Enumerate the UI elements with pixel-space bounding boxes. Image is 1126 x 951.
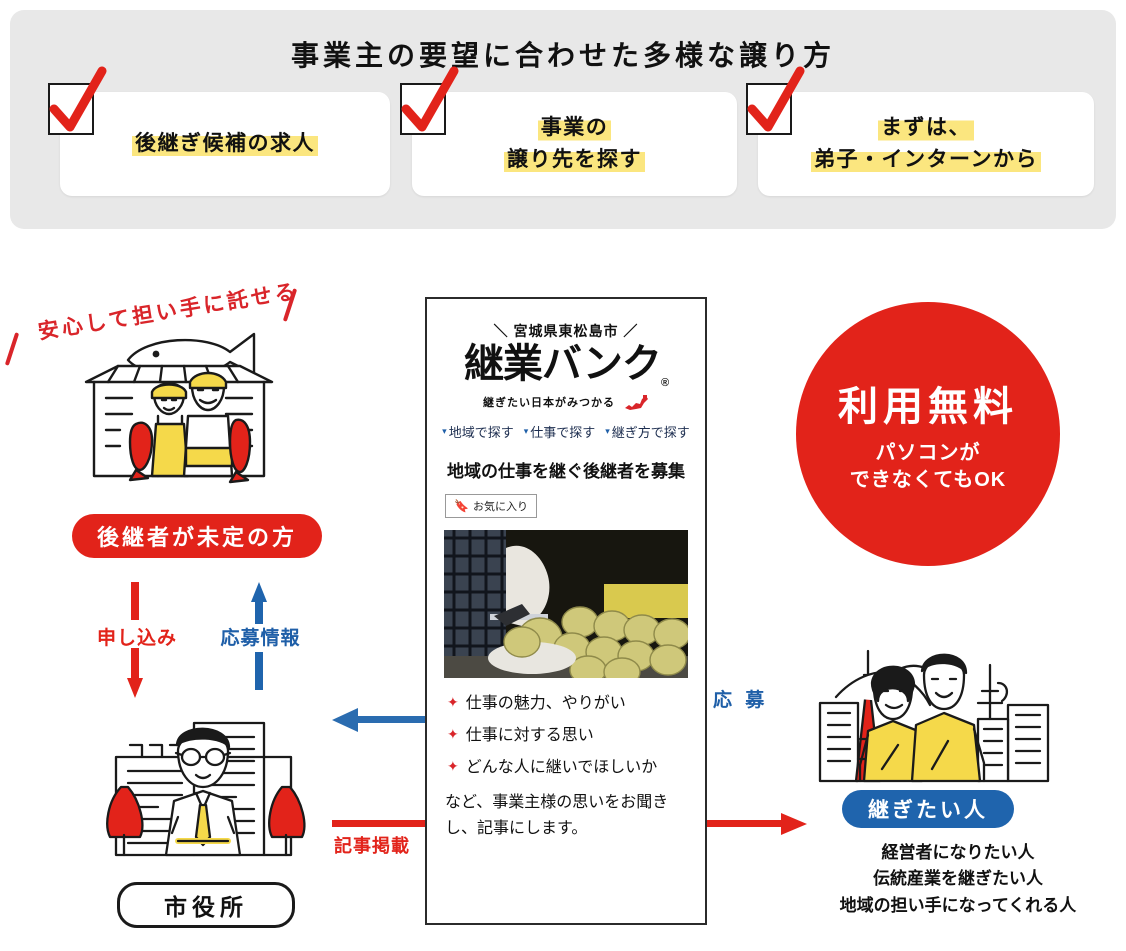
chevron-down-icon: ▾: [442, 425, 447, 436]
free-usage-subtitle-line2: できなくてもOK: [849, 469, 1007, 491]
status-badge-seller: 後継者が未定の方: [72, 514, 322, 558]
chevron-down-icon: ▾: [523, 425, 529, 436]
diamond-bullet-icon: ✦: [447, 693, 459, 710]
site-logo: 継業バンク®: [427, 343, 705, 390]
successor-desc-line: 地域の担い手になってくれる人: [839, 895, 1077, 915]
status-badge-cityhall: 市役所: [117, 882, 295, 928]
arrow-up-blue-icon: [251, 582, 267, 690]
option-card-intern[interactable]: まずは、 弟子・インターンから: [758, 92, 1094, 196]
flow-label-application: 申し込み: [96, 628, 177, 649]
article-note: など、事業主様の思いをお聞きし、記事にします。: [445, 794, 669, 837]
flow-label-applicant-info: 応募情報: [220, 628, 301, 649]
nav-item-label: 継ぎ方で探す: [611, 424, 690, 440]
successor-desc-line: 経営者になりたい人: [881, 843, 1035, 862]
bookmark-icon: 🔖: [454, 498, 469, 513]
article-bullets: ✦ 仕事の魅力、やりがい ✦ 仕事に対する思い ✦ どんな人に継いでほしいか: [447, 694, 705, 778]
fish-shop-illustration: [84, 332, 274, 484]
free-usage-badge: 利用無料 パソコンが できなくてもOK: [796, 302, 1060, 566]
bullet-label: どんな人に継いでほしいか: [465, 759, 658, 777]
flow-label-article: 記事掲載: [334, 836, 410, 856]
option-card-label: 事業の 譲り先を探す: [412, 92, 737, 196]
site-logo-text: 継業バンク: [463, 342, 662, 386]
successor-description: 経営者になりたい人 伝統産業を継ぎたい人 地域の担い手になってくれる人: [790, 840, 1126, 919]
option-line: 後継ぎ候補の求人: [132, 129, 318, 159]
checkbox-checked-icon[interactable]: [746, 66, 805, 135]
option-line: まずは、: [878, 114, 974, 143]
option-card-label: まずは、 弟子・インターンから: [758, 92, 1094, 196]
option-line: 譲り先を探す: [504, 145, 645, 174]
site-nav: ▾地域で探す ▾仕事で探す ▾継ぎ方で探す: [427, 422, 705, 441]
city-hall-illustration: [106, 721, 306, 857]
site-kicker: ＼ 宮城県東松島市 ／: [493, 323, 639, 339]
diamond-bullet-icon: ✦: [447, 758, 459, 775]
successor-desc-line: 伝統産業を継ぎたい人: [873, 869, 1043, 889]
article-photo: [444, 529, 688, 678]
status-badge-successor: 継ぎたい人: [842, 790, 1014, 828]
checkbox-checked-icon[interactable]: [48, 66, 107, 135]
option-line: 事業の: [537, 114, 612, 143]
site-preview-card[interactable]: ＼ 宮城県東松島市 ／ 継業バンク® 継ぎたい日本がみつかる ▾地域で探す ▾仕…: [425, 297, 707, 925]
favorite-button[interactable]: 🔖 お気に入り: [445, 493, 537, 518]
list-item: ✦ 仕事に対する思い: [447, 726, 705, 745]
list-item: ✦ どんな人に継いでほしいか: [447, 758, 705, 777]
favorite-button-label: お気に入り: [472, 500, 528, 513]
option-card-label: 後継ぎ候補の求人: [60, 92, 390, 196]
chevron-down-icon: ▾: [605, 425, 610, 436]
option-line: 弟子・インターンから: [811, 145, 1041, 174]
arrow-down-red-icon: [127, 582, 143, 698]
free-usage-subtitle-line1: パソコンが: [875, 442, 981, 464]
bullet-label: 仕事の魅力、やりがい: [465, 694, 626, 712]
nav-item-region[interactable]: ▾地域で探す: [442, 422, 514, 441]
nav-item-method[interactable]: ▾継ぎ方で探す: [605, 422, 690, 441]
option-card-transfer[interactable]: 事業の 譲り先を探す: [412, 92, 737, 196]
nav-item-job[interactable]: ▾仕事で探す: [524, 422, 596, 441]
nav-item-label: 仕事で探す: [530, 424, 596, 440]
ribbon-tick-left-icon: [4, 332, 20, 366]
site-tagline-text: 継ぎたい日本がみつかる: [482, 396, 615, 409]
bullet-label: 仕事に対する思い: [465, 726, 594, 744]
diamond-bullet-icon: ✦: [447, 725, 459, 742]
option-card-recruit[interactable]: 後継ぎ候補の求人: [60, 92, 390, 196]
japan-map-icon: [625, 394, 649, 410]
free-usage-subtitle: パソコンが できなくてもOK: [850, 440, 1006, 494]
panel-title: 事業主の要望に合わせた多様な譲り方: [290, 40, 835, 71]
site-tagline: 継ぎたい日本がみつかる: [427, 394, 705, 411]
registered-mark-icon: ®: [660, 377, 669, 389]
successor-couple-illustration: [818, 649, 1050, 783]
nav-item-label: 地域で探す: [448, 424, 514, 440]
list-item: ✦ 仕事の魅力、やりがい: [447, 694, 705, 713]
checkbox-checked-icon[interactable]: [400, 66, 459, 135]
flow-label-apply: 応 募: [713, 690, 769, 711]
free-usage-title: 利用無料: [838, 385, 1018, 429]
site-headline: 地域の仕事を継ぐ後継者を募集: [447, 461, 685, 481]
